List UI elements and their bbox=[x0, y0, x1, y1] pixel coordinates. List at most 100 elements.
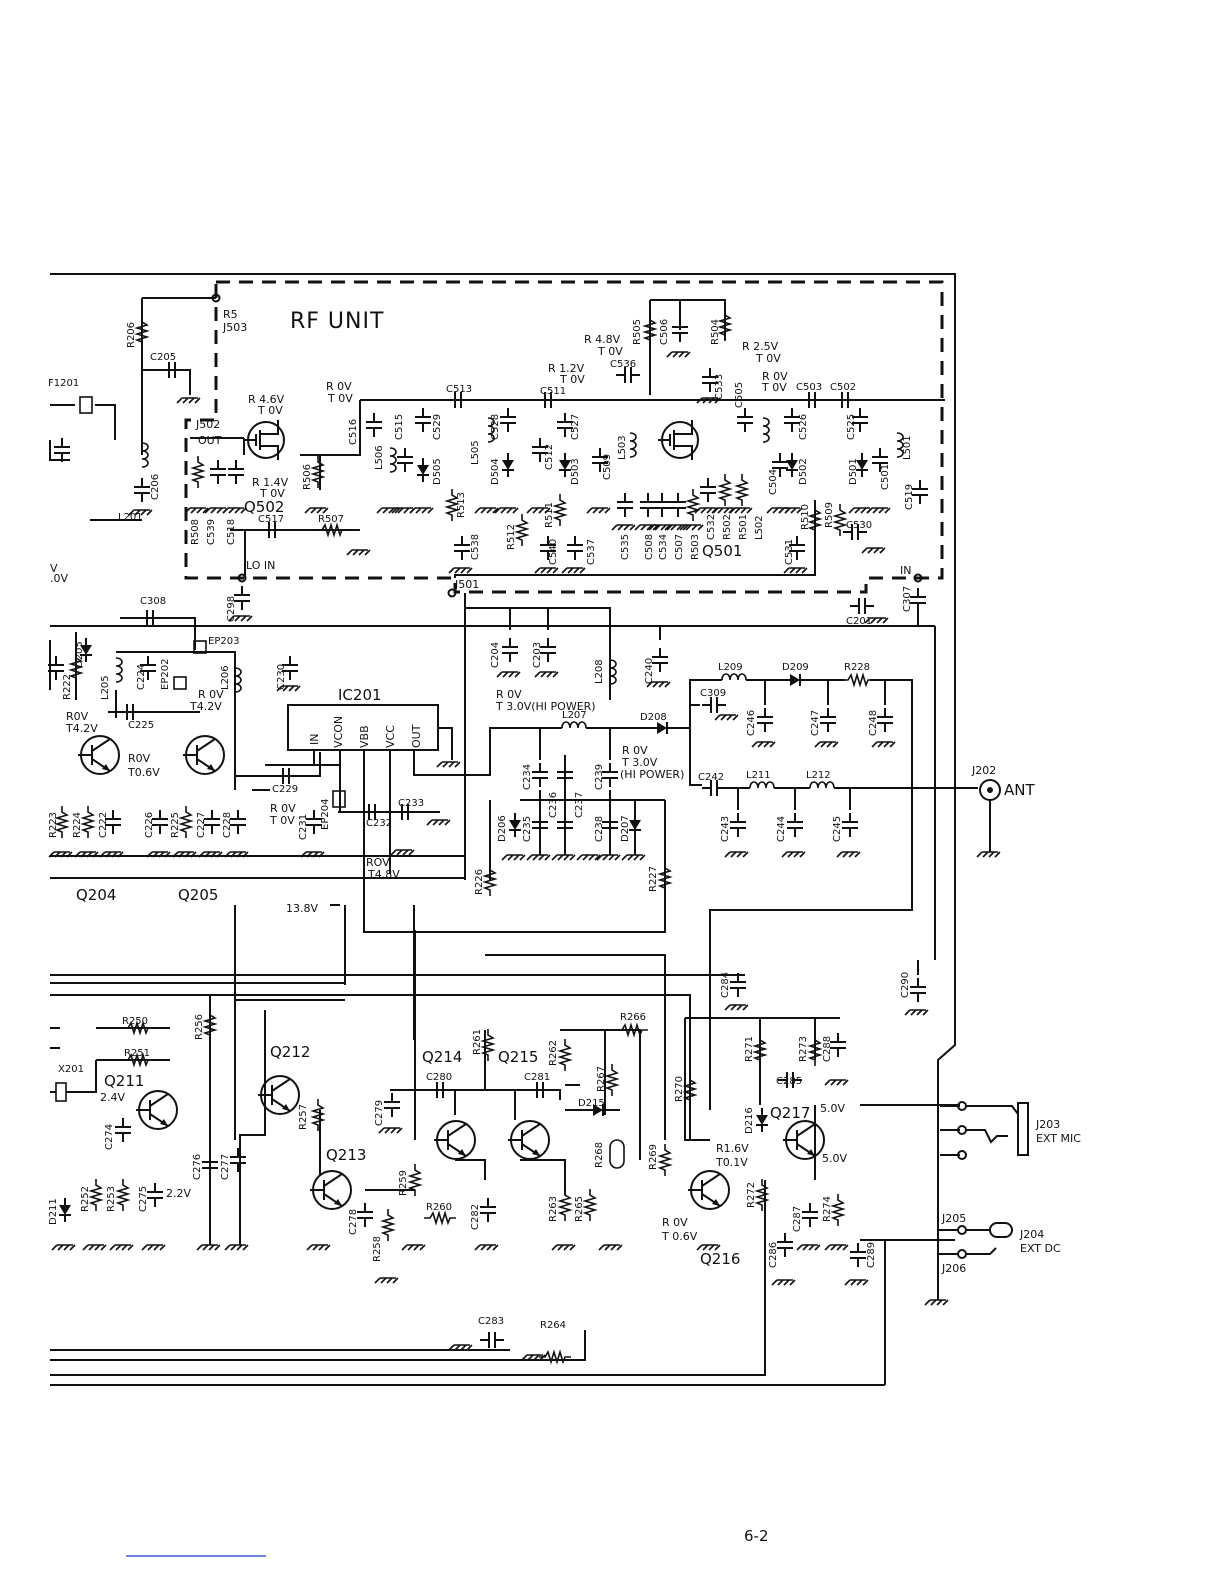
r501-resistor bbox=[736, 473, 748, 507]
part-label-r258: R258 bbox=[372, 1236, 383, 1262]
part-label-c282: C282 bbox=[470, 1204, 481, 1230]
part-label-r503: R503 bbox=[690, 534, 701, 560]
part-label-r504: R504 bbox=[710, 319, 721, 345]
part-label-c279: C279 bbox=[374, 1100, 385, 1126]
part-label-c533: C533 bbox=[714, 374, 725, 400]
j501-label: J501 bbox=[454, 578, 479, 591]
part-label-l207: L207 bbox=[562, 710, 587, 721]
part-label-c285: C285 bbox=[776, 1076, 802, 1087]
ic201-rov: ROV bbox=[366, 856, 390, 869]
part-label-c539: C539 bbox=[206, 519, 217, 545]
part-label-r506: R506 bbox=[302, 464, 313, 490]
q501-voltage-t3: T 0V bbox=[755, 352, 781, 365]
part-label-c222: C222 bbox=[98, 812, 109, 838]
ic201-title: IC201 bbox=[338, 686, 382, 704]
j206-label: J206 bbox=[941, 1262, 966, 1275]
left-section bbox=[47, 396, 451, 858]
q204-label: Q204 bbox=[76, 886, 116, 904]
c518-capacitor bbox=[227, 459, 245, 485]
part-label-c536: C536 bbox=[610, 359, 636, 370]
part-label-l212: L212 bbox=[806, 770, 831, 781]
q501-voltage-r3: R 2.5V bbox=[742, 340, 779, 353]
l503-coil bbox=[629, 432, 637, 458]
part-label-r502: R502 bbox=[722, 514, 733, 540]
part-label-c540: C540 bbox=[548, 539, 559, 565]
q211-voltage-2: 2.2V bbox=[166, 1187, 191, 1200]
part-label-l506: L506 bbox=[374, 445, 385, 470]
part-label-ep204: EP204 bbox=[320, 799, 331, 830]
part-label-c206: C206 bbox=[150, 474, 161, 500]
part-label-d205: D205 bbox=[74, 641, 85, 668]
part-label-c286: C286 bbox=[768, 1242, 779, 1268]
ant-label: ANT bbox=[1004, 781, 1035, 799]
part-label-c232: C232 bbox=[366, 818, 392, 829]
part-label-c502: C502 bbox=[830, 382, 856, 393]
r511-resistor bbox=[554, 493, 566, 527]
c528-capacitor bbox=[499, 407, 517, 433]
part-label-c243: C243 bbox=[720, 816, 731, 842]
part-label-r507: R507 bbox=[318, 514, 344, 525]
part-label-c531: C531 bbox=[784, 539, 795, 565]
r206-resistor bbox=[136, 315, 148, 349]
part-label-c228: C228 bbox=[222, 812, 233, 838]
part-label-c537: C537 bbox=[586, 539, 597, 565]
q204-voltage-t: T4.2V bbox=[65, 722, 98, 735]
ic201-pin-out: OUT bbox=[410, 724, 423, 748]
out-label: OUT bbox=[198, 434, 222, 447]
part-label-r511: R511 bbox=[544, 502, 555, 528]
q502-fet bbox=[243, 419, 285, 461]
part-label-c201: C201 bbox=[846, 616, 872, 627]
part-label-c518: C518 bbox=[226, 519, 237, 545]
tx-voltage-t2-right: (HI POWER) bbox=[620, 768, 684, 781]
part-label-r513: R513 bbox=[456, 492, 467, 518]
part-label-c281: C281 bbox=[524, 1072, 550, 1083]
part-label-c529: C529 bbox=[432, 414, 443, 440]
part-label-c227: C227 bbox=[196, 812, 207, 838]
page-number: 6-2 bbox=[744, 1527, 769, 1545]
r5-label: R5 bbox=[223, 308, 238, 321]
q502-voltage-r: R 4.6V bbox=[248, 393, 285, 406]
part-label-c225: C225 bbox=[128, 720, 154, 731]
q502-voltage-r3: R 0V bbox=[326, 380, 352, 393]
part-label-c308: C308 bbox=[140, 596, 166, 607]
j502-label: J502 bbox=[195, 418, 220, 431]
part-label-r227: R227 bbox=[648, 866, 659, 892]
part-label-d505: D505 bbox=[432, 458, 443, 485]
part-label-f1201: F1201 bbox=[48, 378, 79, 389]
l506-coil bbox=[389, 447, 397, 473]
q501-voltage-t4: T 0V bbox=[761, 381, 787, 394]
q501-voltage-t: T 0V bbox=[597, 345, 623, 358]
part-label-d206: D206 bbox=[497, 815, 508, 842]
part-label-r206: R206 bbox=[126, 322, 137, 348]
part-label-l205: L205 bbox=[100, 675, 111, 700]
ant-jack-label: J202 bbox=[971, 764, 996, 777]
part-label-c527: C527 bbox=[570, 414, 581, 440]
part-label-r256: R256 bbox=[194, 1014, 205, 1040]
q211-label: Q211 bbox=[104, 1072, 144, 1090]
part-label-r268: R268 bbox=[594, 1142, 605, 1168]
part-label-c203: C203 bbox=[532, 642, 543, 668]
part-label-c274: C274 bbox=[104, 1124, 115, 1150]
jacks bbox=[924, 1101, 1029, 1306]
part-label-c535: C535 bbox=[620, 534, 631, 560]
part-label-c233: C233 bbox=[398, 798, 424, 809]
part-label-r223: R223 bbox=[48, 812, 59, 838]
part-label-c309: C309 bbox=[700, 688, 726, 699]
part-label-r501: R501 bbox=[738, 514, 749, 540]
part-label-r510: R510 bbox=[800, 504, 811, 530]
ic201-t48: T4.8V bbox=[367, 868, 400, 881]
part-label-c284: C284 bbox=[720, 972, 731, 998]
part-label-c229: C229 bbox=[272, 784, 298, 795]
part-label-l502: L502 bbox=[754, 515, 765, 540]
part-label-c234: C234 bbox=[522, 764, 533, 790]
ext-dc-jack-body bbox=[989, 1222, 1013, 1238]
part-label-c506: C506 bbox=[659, 319, 670, 345]
part-label-r228: R228 bbox=[844, 662, 870, 673]
q204-voltage-t2: T0.6V bbox=[127, 766, 160, 779]
q216-voltage-t2: T 0.6V bbox=[661, 1230, 698, 1243]
part-label-l501: L501 bbox=[902, 435, 913, 460]
q216-voltage-r: R1.6V bbox=[716, 1142, 749, 1155]
part-label-ep203: EP203 bbox=[208, 636, 239, 647]
part-label-r264: R264 bbox=[540, 1320, 566, 1331]
part-label-c231: C231 bbox=[298, 814, 309, 840]
